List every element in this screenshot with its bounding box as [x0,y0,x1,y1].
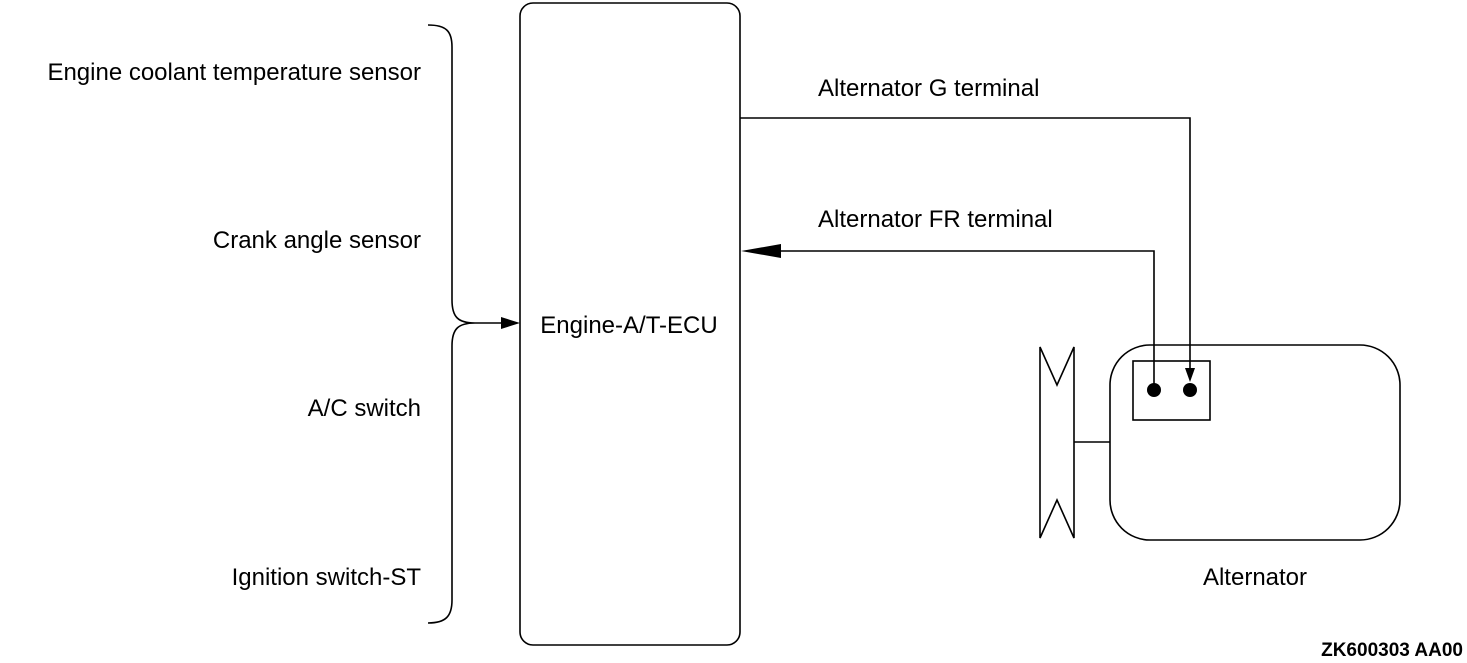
fr-terminal-line [770,250,1155,388]
fr-terminal-arrowhead [741,244,781,258]
alternator-pulley-icon [1039,346,1075,539]
ecu-label: Engine-A/T-ECU [540,312,717,339]
g-terminal-label: Alternator G terminal [818,75,1039,102]
g-terminal-pin [1183,383,1197,397]
fr-terminal-label: Alternator FR terminal [818,206,1053,233]
figure-code: ZK600303 AA00 [1321,640,1463,661]
input-label-ac-switch: A/C switch [308,395,421,422]
g-terminal-arrowhead [1185,368,1195,382]
ecu-box [519,2,741,646]
input-label-crank-angle-sensor: Crank angle sensor [213,227,421,254]
fr-terminal-pin [1147,383,1161,397]
input-label-ignition-switch-st: Ignition switch-ST [232,564,422,591]
alternator-body [1109,344,1401,541]
input-brace [427,24,476,624]
alternator-connector [1132,360,1211,421]
alternator-label: Alternator [1203,564,1307,591]
inputs-to-ecu-arrowhead [501,317,520,329]
input-label-coolant-temp-sensor: Engine coolant temperature sensor [47,59,421,86]
g-terminal-line [740,117,1191,370]
